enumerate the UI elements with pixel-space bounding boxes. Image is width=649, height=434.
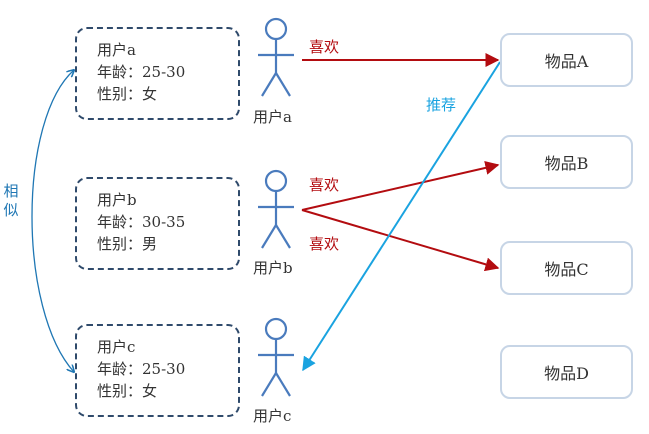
stick-figure-b-icon bbox=[258, 169, 294, 249]
gender-label: 性别： bbox=[97, 382, 143, 400]
user-box-c: 用户c 年龄：25-30 性别：女 bbox=[75, 324, 240, 417]
age-value: 25-30 bbox=[142, 360, 186, 378]
age-value: 25-30 bbox=[142, 63, 186, 81]
user-age-row: 年龄：25-30 bbox=[97, 358, 238, 380]
item-box-B: 物品B bbox=[500, 135, 633, 189]
item-box-D: 物品D bbox=[500, 345, 633, 399]
user-box-b: 用户b 年龄：30-35 性别：男 bbox=[75, 177, 240, 270]
age-label: 年龄： bbox=[97, 63, 143, 81]
gender-value: 女 bbox=[142, 382, 158, 400]
edge-label-b-likes-C: 喜欢 bbox=[309, 235, 340, 253]
user-gender-row: 性别：女 bbox=[97, 380, 238, 402]
user-age-row: 年龄：30-35 bbox=[97, 211, 238, 233]
item-box-A: 物品A bbox=[500, 33, 633, 87]
user-age-row: 年龄：25-30 bbox=[97, 61, 238, 83]
gender-value: 男 bbox=[142, 235, 158, 253]
user-name: 用户b bbox=[97, 191, 137, 209]
user-caption-c: 用户c bbox=[253, 407, 292, 425]
user-name: 用户a bbox=[97, 41, 136, 59]
age-value: 30-35 bbox=[142, 213, 186, 231]
gender-label: 性别： bbox=[97, 235, 143, 253]
user-gender-row: 性别：女 bbox=[97, 83, 238, 105]
similar-arc bbox=[31, 70, 74, 372]
edge-recommend-itemA-to-c bbox=[302, 61, 501, 372]
gender-value: 女 bbox=[142, 85, 158, 103]
gender-label: 性别： bbox=[97, 85, 143, 103]
similar-label: 相似 bbox=[3, 182, 19, 219]
item-box-C: 物品C bbox=[500, 241, 633, 295]
user-caption-b: 用户b bbox=[253, 259, 293, 277]
user-gender-row: 性别：男 bbox=[97, 233, 238, 255]
age-label: 年龄： bbox=[97, 360, 143, 378]
edge-b-likes-itemB bbox=[301, 160, 500, 211]
user-name: 用户c bbox=[97, 338, 136, 356]
edge-label-recommend: 推荐 bbox=[426, 96, 457, 114]
edge-b-likes-itemC bbox=[301, 209, 500, 272]
user-box-a: 用户a 年龄：25-30 性别：女 bbox=[75, 27, 240, 120]
stick-figure-a-icon bbox=[258, 17, 294, 97]
age-label: 年龄： bbox=[97, 213, 143, 231]
user-caption-a: 用户a bbox=[253, 108, 292, 126]
edge-label-a-likes: 喜欢 bbox=[309, 38, 340, 56]
stick-figure-c-icon bbox=[258, 317, 294, 397]
edge-label-b-likes-B: 喜欢 bbox=[309, 176, 340, 194]
